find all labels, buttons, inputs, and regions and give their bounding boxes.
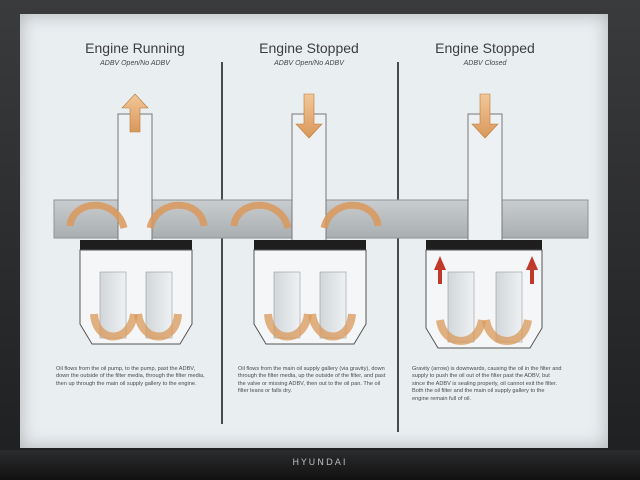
curved-arrow-icon (230, 201, 292, 230)
curved-arrow-icon (90, 313, 138, 341)
panel-2-title: Engine Stopped (259, 40, 359, 56)
curved-arrow-icon (308, 313, 356, 341)
up-arrow-icon (121, 93, 149, 133)
monitor-bottom-bar (0, 450, 640, 480)
panel-2-subtitle: ADBV Open/No ADBV (274, 60, 344, 67)
monitor-screen: Engine Running ADBV Open/No ADBV Engine … (20, 14, 608, 448)
curved-arrow-icon (482, 319, 532, 345)
oil-filter-diagrams (53, 62, 589, 432)
red-up-arrow-icon (434, 256, 446, 284)
panel-3-title: Engine Stopped (435, 40, 535, 56)
panel-3-caption: Gravity (arrow) is downwards, causing th… (412, 366, 562, 402)
curved-arrow-icon (436, 319, 486, 345)
red-up-arrow-icon (526, 256, 538, 284)
panel-1-subtitle: ADBV Open/No ADBV (100, 60, 170, 67)
panel-1-caption: Oil flows from the oil pump, to the pump… (56, 366, 205, 387)
curved-arrow-icon (320, 201, 382, 230)
panel-3-diagram (425, 93, 543, 349)
panel-1-diagram (66, 93, 208, 345)
down-arrow-icon (295, 93, 323, 139)
panel-1-title: Engine Running (85, 40, 185, 56)
panel-3-subtitle: ADBV Closed (463, 60, 507, 67)
curved-arrow-icon (66, 201, 128, 230)
monitor-brand-label: HYUNDAI (292, 458, 348, 468)
curved-arrow-icon (134, 313, 182, 341)
curved-arrow-icon (146, 201, 208, 230)
curved-arrow-icon (264, 313, 312, 341)
down-arrow-icon (471, 93, 499, 139)
panel-2-caption: Oil flows from the main oil supply galle… (238, 366, 386, 395)
panel-2-diagram (230, 93, 382, 345)
